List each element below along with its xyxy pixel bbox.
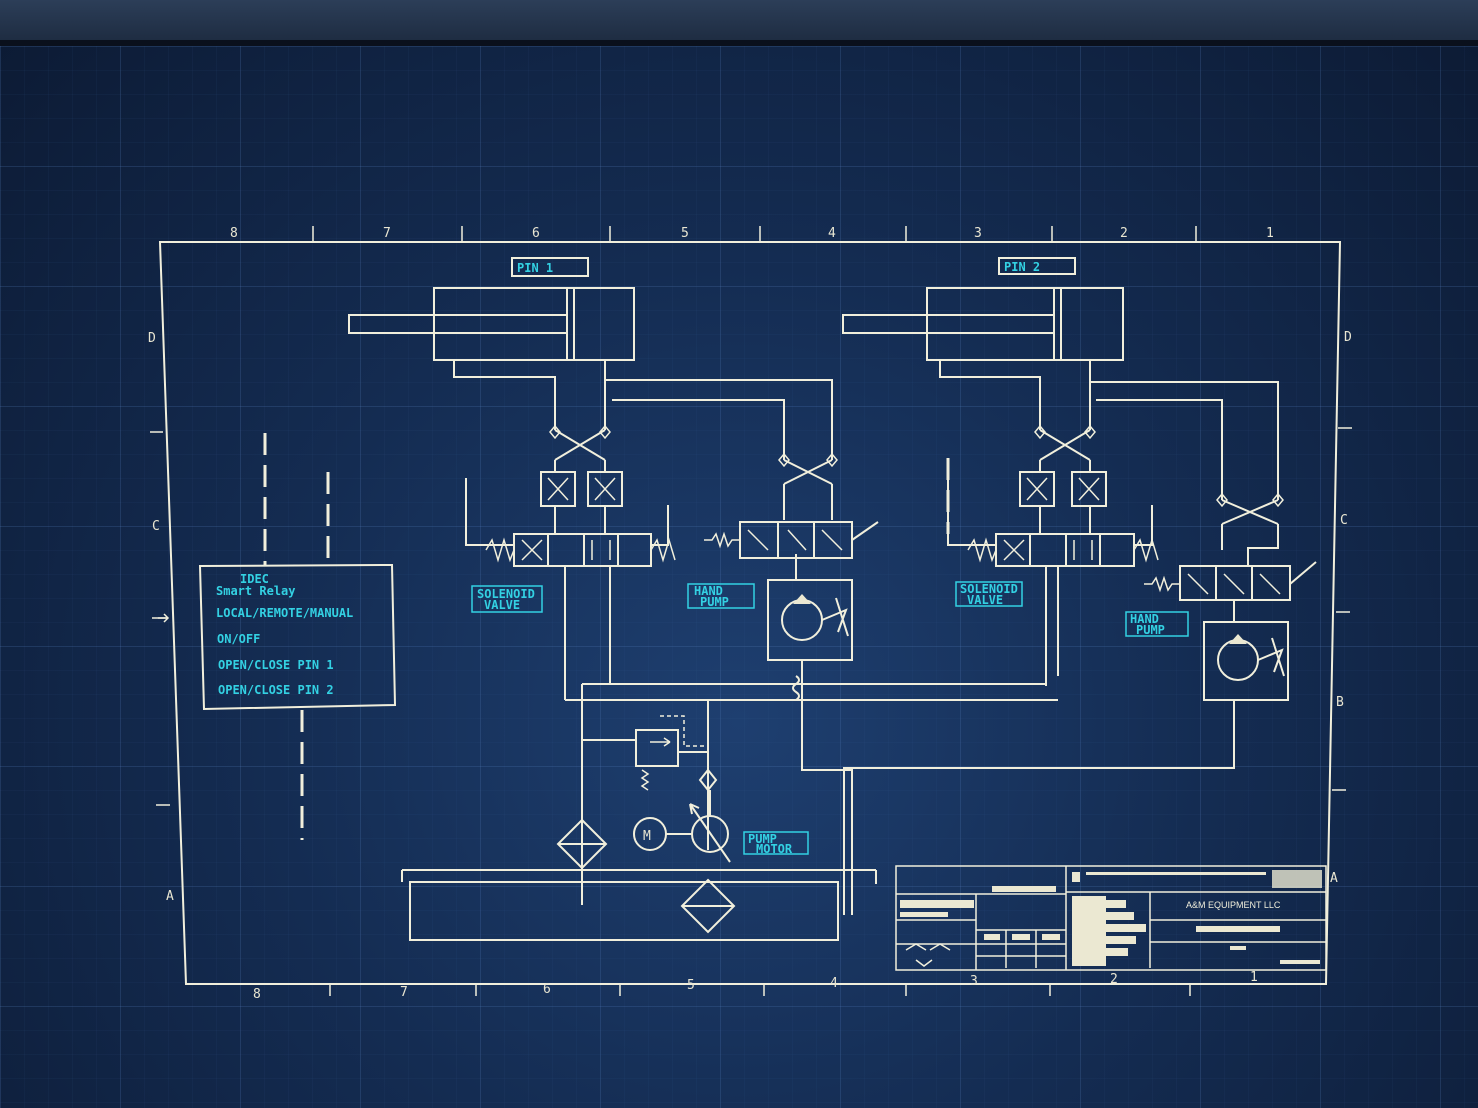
zone-top-2: 2 <box>1120 226 1128 241</box>
hand-valve-right[interactable] <box>1144 561 1317 601</box>
motor-symbol: M <box>643 829 651 844</box>
zone-bottom-7: 7 <box>400 985 408 1000</box>
pin-2-cylinder[interactable]: PIN 2 <box>842 257 1124 361</box>
reservoir-tank <box>401 868 877 941</box>
solenoid-valve-right[interactable] <box>947 462 1159 567</box>
company-name: A&M EQUIPMENT LLC <box>1186 900 1281 910</box>
zone-left-C: C <box>152 519 160 534</box>
bezel-edge <box>0 40 1478 46</box>
zone-right-B: B <box>1336 695 1344 710</box>
zone-left-A: A <box>166 889 174 904</box>
pin-2-tag: PIN 2 <box>1004 260 1040 274</box>
pin-1-tag: PIN 1 <box>517 261 553 275</box>
zone-bottom-3: 3 <box>970 974 978 989</box>
monitor-bezel <box>0 0 1478 44</box>
solenoid-valve-left-label: SOLENOID VALVE <box>471 585 543 613</box>
relay-item-pin1: OPEN/CLOSE PIN 1 <box>218 658 334 672</box>
zone-right-A: A <box>1330 871 1338 886</box>
zone-top-5: 5 <box>681 226 689 241</box>
pump-motor-label: PUMP MOTOR <box>743 831 809 856</box>
zone-bottom-8: 8 <box>253 987 261 1002</box>
zone-top-7: 7 <box>383 226 391 241</box>
top-zone-ruler: 8 7 6 5 4 3 2 1 <box>230 226 1274 242</box>
svg-text:SOLENOID: SOLENOID <box>477 587 535 601</box>
solenoid-valve-left[interactable] <box>465 478 676 567</box>
zone-top-6: 6 <box>532 226 540 241</box>
inline-check <box>698 768 718 792</box>
zone-right-D: D <box>1344 330 1352 345</box>
left-circuit-lines <box>453 360 838 700</box>
right-circuit-lines <box>939 360 1284 686</box>
svg-text:VALVE: VALVE <box>967 593 1003 607</box>
zone-top-3: 3 <box>974 226 982 241</box>
relay-title-idec: IDEC <box>240 572 269 586</box>
zone-bottom-5: 5 <box>687 978 695 993</box>
svg-text:HAND: HAND <box>1130 612 1159 626</box>
relay-item-mode: LOCAL/REMOTE/MANUAL <box>216 606 353 620</box>
pin-1-cylinder[interactable]: PIN 1 <box>348 257 635 361</box>
svg-text:PUMP: PUMP <box>748 832 777 846</box>
hand-pump-left-label: HAND PUMP <box>687 583 755 609</box>
hand-pump-right[interactable] <box>843 621 1289 915</box>
relief-valve[interactable] <box>582 715 708 791</box>
zone-bottom-6: 6 <box>543 982 551 997</box>
svg-text:PUMP: PUMP <box>1136 623 1165 637</box>
zone-bottom-4: 4 <box>830 976 838 991</box>
relay-item-onoff: ON/OFF <box>217 632 260 646</box>
zone-right-C: C <box>1340 513 1348 528</box>
zone-top-8: 8 <box>230 226 238 241</box>
zone-bottom-1: 1 <box>1250 970 1258 985</box>
zone-top-1: 1 <box>1266 226 1274 241</box>
hand-pump-left[interactable] <box>767 579 853 915</box>
zone-top-4: 4 <box>828 226 836 241</box>
relay-item-pin2: OPEN/CLOSE PIN 2 <box>218 683 334 697</box>
zone-bottom-2: 2 <box>1110 972 1118 987</box>
pump-motor[interactable]: M <box>633 790 731 863</box>
relay-title-smart-relay: Smart Relay <box>216 584 295 598</box>
hand-valve-left[interactable] <box>704 521 879 559</box>
smart-relay-box[interactable]: IDEC Smart Relay LOCAL/REMOTE/MANUAL ON/… <box>158 563 397 711</box>
cable-leaders <box>263 433 950 840</box>
title-block: A&M EQUIPMENT LLC <box>895 865 1327 971</box>
svg-text:VALVE: VALVE <box>484 598 520 612</box>
filter-tank-icon <box>680 878 736 934</box>
svg-text:HAND: HAND <box>694 584 723 598</box>
hand-pump-right-label: HAND PUMP <box>1125 611 1189 637</box>
svg-text:PUMP: PUMP <box>700 595 729 609</box>
svg-text:SOLENOID: SOLENOID <box>960 582 1018 596</box>
svg-text:MOTOR: MOTOR <box>756 842 793 856</box>
zone-left-D: D <box>148 331 156 346</box>
sheet-border <box>158 241 1342 985</box>
solenoid-valve-right-label: SOLENOID VALVE <box>955 581 1023 607</box>
bottom-zone-ruler: 8 7 6 5 4 3 2 1 <box>253 970 1258 1002</box>
